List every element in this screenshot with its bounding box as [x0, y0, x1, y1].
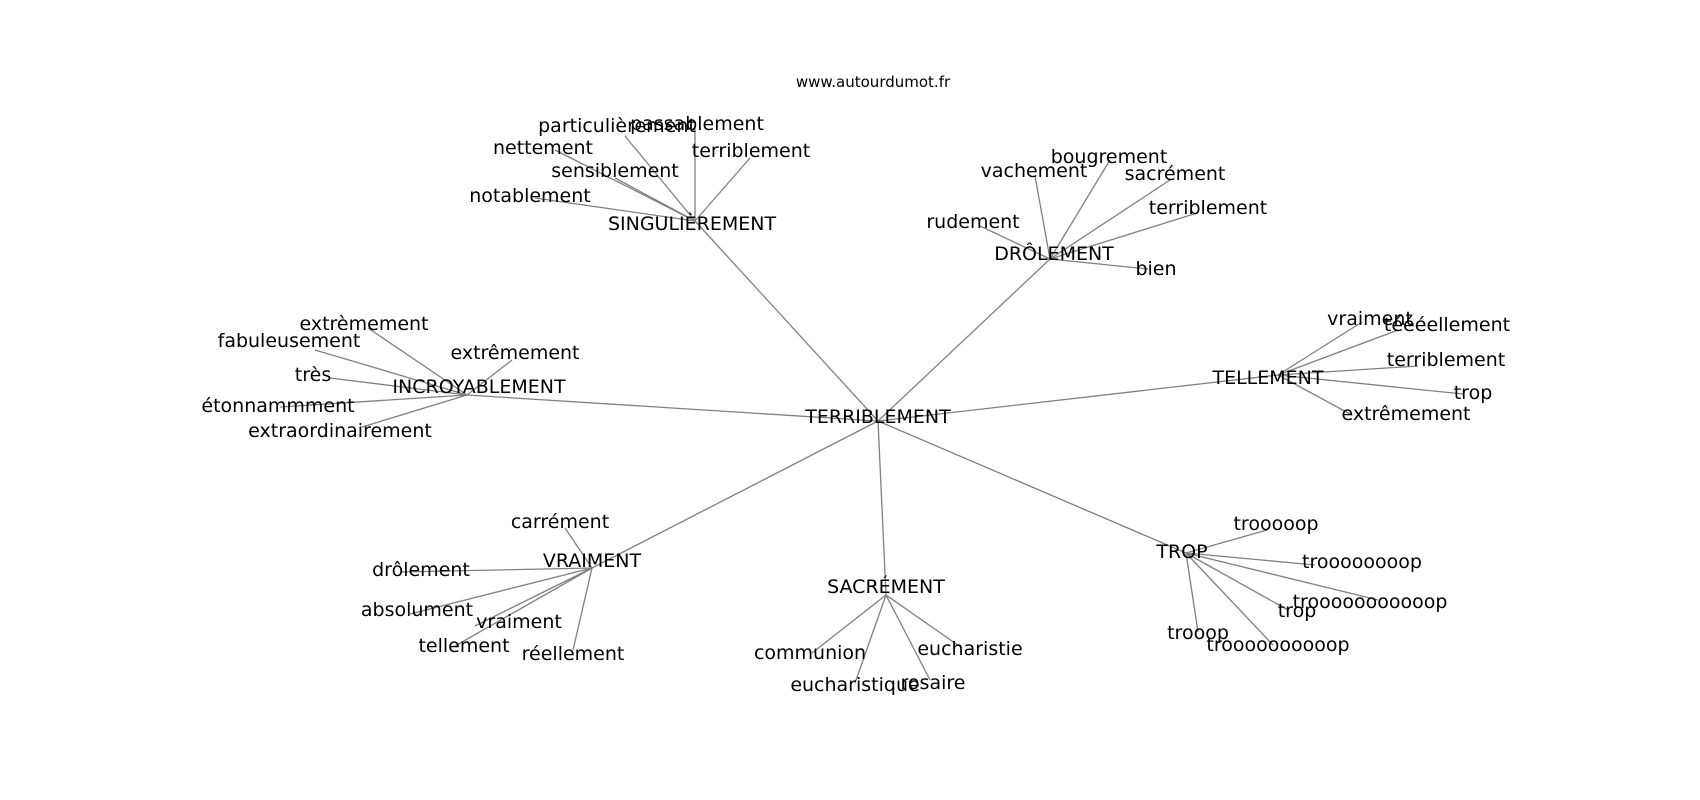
- leaf-node-label: terriblement: [1387, 349, 1505, 371]
- edge-hub-6-leaf-5: [1185, 552, 1274, 646]
- edge-hub-4-leaf-2: [409, 567, 593, 615]
- edge-hub-4-leaf-3: [474, 567, 593, 627]
- edge-hub-1-leaf-4: [979, 225, 1051, 260]
- edge-hub-1-leaf-5: [1049, 258, 1149, 270]
- hub-node-label: TROP: [1155, 541, 1207, 563]
- leaf-node-label: téééellement: [1384, 314, 1510, 336]
- edge-center-to-3: [877, 374, 1279, 422]
- hub-node-label: TELLEMENT: [1211, 367, 1323, 389]
- site-watermark: www.autourdumot.fr: [796, 73, 951, 91]
- leaf-node-label: drôlement: [372, 559, 470, 581]
- edge-hub-3-leaf-0: [1277, 321, 1363, 376]
- leaf-node-label: trooop: [1167, 622, 1229, 644]
- leaf-node-label: extrèmement: [299, 313, 428, 335]
- leaf-node-label: trop: [1454, 382, 1493, 404]
- edge-hub-2-leaf-5: [361, 394, 468, 428]
- edge-center-to-4: [591, 420, 879, 569]
- leaf-node-label: particulièrement: [538, 115, 696, 137]
- edge-hub-4-leaf-1: [399, 567, 593, 573]
- edge-hub-3-leaf-2: [1277, 365, 1419, 376]
- leaf-node-label: extrêmement: [1341, 403, 1470, 425]
- leaf-node-label: bien: [1135, 258, 1176, 280]
- edge-hub-0-leaf-0: [624, 135, 696, 222]
- hub-node-label: INCROYABLEMENT: [392, 376, 566, 398]
- edge-hub-2-leaf-3: [329, 377, 468, 396]
- hub-node-label: SINGULIÈREMENT: [608, 212, 777, 235]
- leaf-node-label: terriblement: [692, 140, 810, 162]
- edge-hub-4-leaf-0: [564, 527, 593, 569]
- leaf-node-label: sensiblement: [551, 160, 679, 182]
- leaf-node-label: tellement: [418, 635, 509, 657]
- leaf-node-label: vachement: [981, 160, 1088, 182]
- edge-hub-3-leaf-3: [1277, 374, 1464, 395]
- edge-hub-5-leaf-0: [811, 594, 887, 654]
- edge-center-to-6: [877, 420, 1187, 554]
- edge-hub-5-leaf-1: [885, 594, 963, 649]
- edge-hub-4-leaf-5: [572, 567, 593, 651]
- hub-node-label: VRAIMENT: [543, 550, 642, 572]
- leaf-node-label: eucharistie: [917, 638, 1022, 660]
- hub-node-label: DRÔLEMENT: [994, 241, 1114, 265]
- leaf-node-label: communion: [754, 642, 866, 664]
- edge-center-to-0: [694, 220, 879, 422]
- hub-node-label: SACRÉMENT: [827, 575, 945, 598]
- leaf-node-label: rudement: [926, 211, 1019, 233]
- edge-hub-0-leaf-5: [534, 197, 696, 222]
- edge-hub-6-leaf-1: [1185, 552, 1316, 566]
- edge-hub-6-leaf-4: [1185, 552, 1199, 633]
- leaf-node-label: sacrément: [1125, 163, 1226, 185]
- edge-hub-5-leaf-2: [854, 594, 887, 684]
- leaf-node-label: très: [295, 364, 331, 386]
- leaf-node-label: bougrement: [1051, 146, 1168, 168]
- leaf-node-label: troooooooop: [1302, 551, 1422, 573]
- leaf-node-label: fabuleusement: [218, 330, 361, 352]
- leaf-node-label: extraordinairement: [248, 420, 432, 442]
- leaf-node-label: notablement: [469, 185, 590, 207]
- edge-hub-3-leaf-1: [1277, 329, 1399, 376]
- leaf-node-label: trooooop: [1233, 513, 1318, 535]
- edge-center-to-1: [877, 258, 1051, 422]
- leaf-node-label: absolument: [361, 599, 473, 621]
- leaf-node-label: trooooooooooop: [1293, 591, 1448, 613]
- leaf-node-label: vraiment: [1327, 308, 1413, 330]
- edge-hub-2-leaf-0: [367, 327, 468, 396]
- graph-edges: [279, 127, 1464, 684]
- leaf-node-label: terriblement: [1149, 197, 1267, 219]
- center-node-label: TERRIBLEMENT: [804, 406, 951, 428]
- edge-hub-2-leaf-1: [314, 349, 468, 396]
- leaf-node-label: trop: [1278, 600, 1317, 622]
- edge-hub-1-leaf-0: [1034, 175, 1051, 260]
- leaf-node-label: étonnammment: [201, 395, 354, 417]
- leaf-node-label: extrêmement: [450, 342, 579, 364]
- leaf-node-label: carrément: [511, 511, 609, 533]
- edge-hub-1-leaf-2: [1049, 179, 1171, 260]
- leaf-node-label: réellement: [522, 643, 625, 665]
- edge-hub-6-leaf-0: [1185, 529, 1268, 554]
- edge-hub-4-leaf-4: [454, 567, 593, 647]
- edge-center-to-2: [466, 394, 879, 422]
- edge-hub-6-leaf-3: [1185, 552, 1289, 611]
- edge-center-to-5: [877, 420, 887, 596]
- edge-hub-1-leaf-1: [1049, 159, 1111, 260]
- leaf-node-label: nettement: [493, 137, 593, 159]
- edge-hub-5-leaf-3: [885, 594, 931, 681]
- edge-hub-3-leaf-4: [1277, 374, 1353, 416]
- leaf-node-label: troooooooooop: [1206, 634, 1349, 656]
- leaf-node-label: vraiment: [476, 611, 562, 633]
- leaf-node-label: rosaire: [901, 672, 966, 694]
- edge-hub-6-leaf-2: [1185, 552, 1379, 601]
- edge-hub-0-leaf-4: [614, 177, 696, 222]
- leaf-node-label: eucharistique: [790, 674, 919, 696]
- leaf-node-label: passablement: [630, 113, 764, 135]
- graph-labels: TERRIBLEMENT particulièrementpassablement…: [201, 113, 1510, 696]
- edge-hub-0-leaf-3: [694, 157, 751, 222]
- edge-hub-2-leaf-4: [279, 394, 468, 408]
- edge-hub-2-leaf-2: [466, 359, 513, 396]
- edge-hub-1-leaf-3: [1049, 212, 1198, 260]
